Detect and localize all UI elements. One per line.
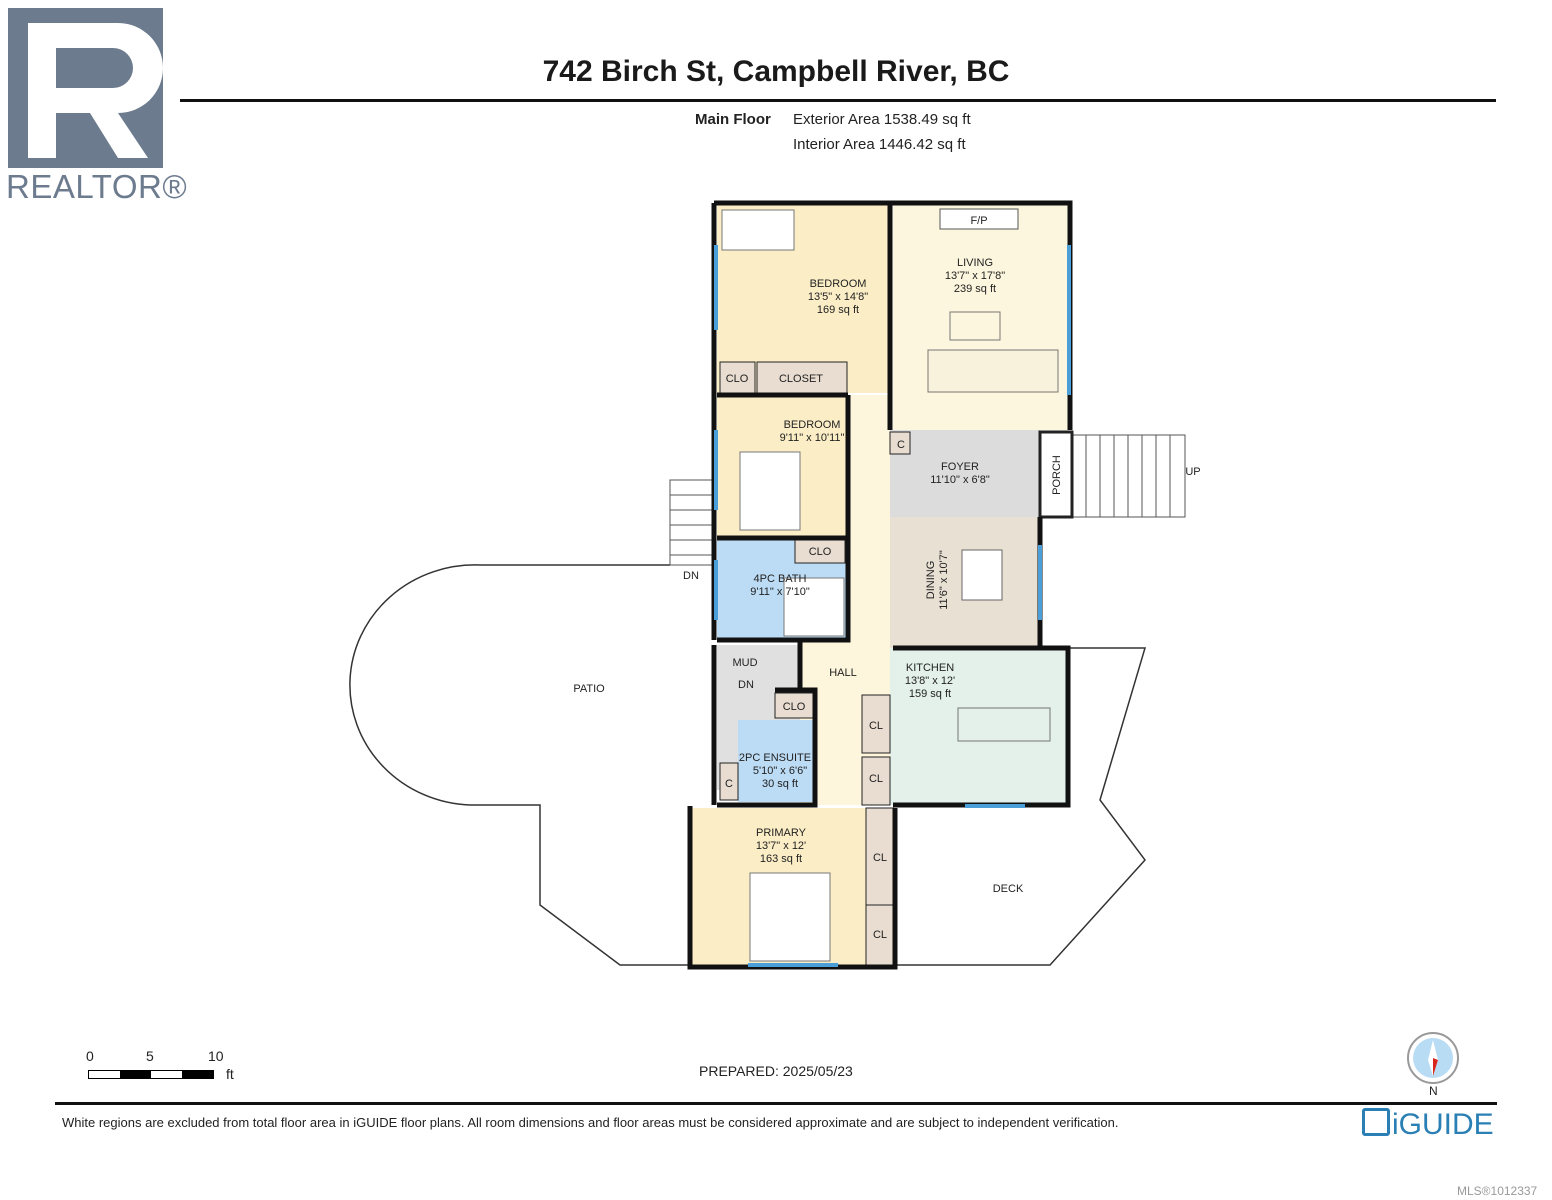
- cl-1-label: CL: [869, 720, 883, 732]
- ensuite-name: 2PC ENSUITE: [739, 752, 811, 764]
- scale-tick-5: 5: [146, 1048, 154, 1064]
- iguide-wordmark: iGUIDE: [1392, 1108, 1494, 1141]
- room-cl-1: [861, 694, 891, 754]
- hall-label: HALL: [829, 667, 857, 679]
- c-small-label: C: [725, 778, 733, 790]
- cl-4-label: CL: [873, 929, 887, 941]
- scale-unit: ft: [226, 1066, 234, 1082]
- bedroom-2-name: BEDROOM: [784, 419, 841, 431]
- prepared-date: PREPARED: 2025/05/23: [699, 1063, 853, 1079]
- living-name: LIVING: [957, 257, 993, 269]
- coffee-table: [949, 311, 1001, 341]
- primary-name: PRIMARY: [756, 827, 807, 839]
- iguide-logo: iGUIDE: [1362, 1108, 1494, 1142]
- cl-2-label: CL: [869, 773, 883, 785]
- scale-tick-10: 10: [208, 1048, 224, 1064]
- kitchen-dims: 13'8" x 12': [905, 675, 955, 687]
- bathtub: [783, 577, 845, 637]
- mls-number: MLS®1012337: [1457, 1184, 1538, 1198]
- up-label: UP: [1185, 466, 1200, 478]
- sofa: [927, 349, 1059, 393]
- room-cl-4: [865, 904, 894, 966]
- floor-plan: BEDROOM 13'5" x 14'8" 169 sq ft F/P LIVI…: [349, 200, 1201, 970]
- deck-label: DECK: [993, 883, 1024, 895]
- cl-3-label: CL: [873, 852, 887, 864]
- foyer-dims: 11'10" x 6'8": [930, 474, 990, 486]
- room-cl-2: [861, 756, 891, 806]
- realtor-logo: [8, 8, 163, 168]
- ensuite-dims: 5'10" x 6'6": [753, 765, 807, 777]
- dn-stairs-label: DN: [683, 570, 699, 582]
- clo-1-label: CLO: [726, 373, 749, 385]
- primary-area: 163 sq ft: [760, 853, 802, 865]
- bedroom-2-dims: 9'11" x 10'11": [780, 432, 845, 444]
- bath-dims: 9'11" x 7'10": [750, 586, 810, 598]
- bedroom-1-name: BEDROOM: [810, 278, 867, 290]
- mud-dn-label: DN: [738, 679, 754, 691]
- primary-dims: 13'7" x 12': [756, 840, 806, 852]
- room-living: [893, 205, 1068, 430]
- patio-outline: [349, 564, 690, 966]
- scale-tick-0: 0: [86, 1048, 94, 1064]
- porch-stairs: [1071, 434, 1186, 518]
- room-closet-b: [756, 361, 848, 394]
- bedroom-1-area: 169 sq ft: [817, 304, 859, 316]
- compass-icon: [1407, 1032, 1459, 1084]
- interior-area: Interior Area 1446.42 sq ft: [793, 136, 966, 153]
- room-foyer: [890, 430, 1040, 517]
- kitchen-island: [957, 707, 1051, 742]
- bed-1: [721, 209, 795, 251]
- c-foyer-label: C: [897, 439, 905, 451]
- floor-label: Main Floor: [695, 111, 771, 128]
- compass-north-label: N: [1429, 1084, 1438, 1098]
- scale-bar: 0 5 10 ft: [80, 1048, 250, 1088]
- room-ensuite: [738, 720, 815, 802]
- foyer-name: FOYER: [941, 461, 979, 473]
- kitchen-area: 159 sq ft: [909, 688, 951, 700]
- windows: [714, 245, 1071, 967]
- room-closet-a: [719, 361, 756, 394]
- page-title: 742 Birch St, Campbell River, BC: [542, 55, 1010, 88]
- porch-label: PORCH: [1051, 455, 1063, 495]
- room-c-small: [719, 762, 739, 801]
- bedroom-1-dims: 13'5" x 14'8": [808, 291, 868, 303]
- compass: N: [1405, 1030, 1461, 1100]
- fireplace: [939, 208, 1019, 230]
- room-c-foyer: [889, 431, 911, 455]
- iguide-camera-icon: [1362, 1108, 1390, 1136]
- realtor-r-icon: [28, 23, 163, 158]
- kitchen-name: KITCHEN: [906, 662, 954, 674]
- exterior-area: Exterior Area 1538.49 sq ft: [793, 111, 971, 128]
- bed-primary: [749, 872, 831, 962]
- mud-label: MUD: [732, 657, 757, 669]
- room-porch: [1038, 430, 1074, 519]
- dining-table: [961, 549, 1003, 601]
- bath-name: 4PC BATH: [754, 573, 807, 585]
- deck-outline: [895, 647, 1147, 966]
- dining-name: DINING: [925, 561, 937, 600]
- living-dims: 13'7" x 17'8": [945, 270, 1005, 282]
- bed-2: [739, 451, 801, 531]
- disclaimer: White regions are excluded from total fl…: [62, 1115, 1119, 1130]
- dining-dims: 11'6" x 10'7": [938, 550, 950, 610]
- ensuite-clo-label: CLO: [783, 701, 806, 713]
- room-kitchen: [890, 648, 1068, 805]
- title-divider: [180, 99, 1496, 102]
- footer-divider: [55, 1102, 1497, 1105]
- living-area: 239 sq ft: [954, 283, 996, 295]
- fireplace-label: F/P: [970, 215, 987, 227]
- left-stairs: [669, 479, 716, 566]
- patio-label: PATIO: [573, 683, 605, 695]
- closet-label: CLOSET: [779, 373, 823, 385]
- room-ensuite-closet: [774, 692, 814, 719]
- bath-clo-label: CLO: [809, 546, 832, 558]
- ensuite-area: 30 sq ft: [762, 778, 798, 790]
- realtor-wordmark: REALTOR®: [6, 168, 188, 205]
